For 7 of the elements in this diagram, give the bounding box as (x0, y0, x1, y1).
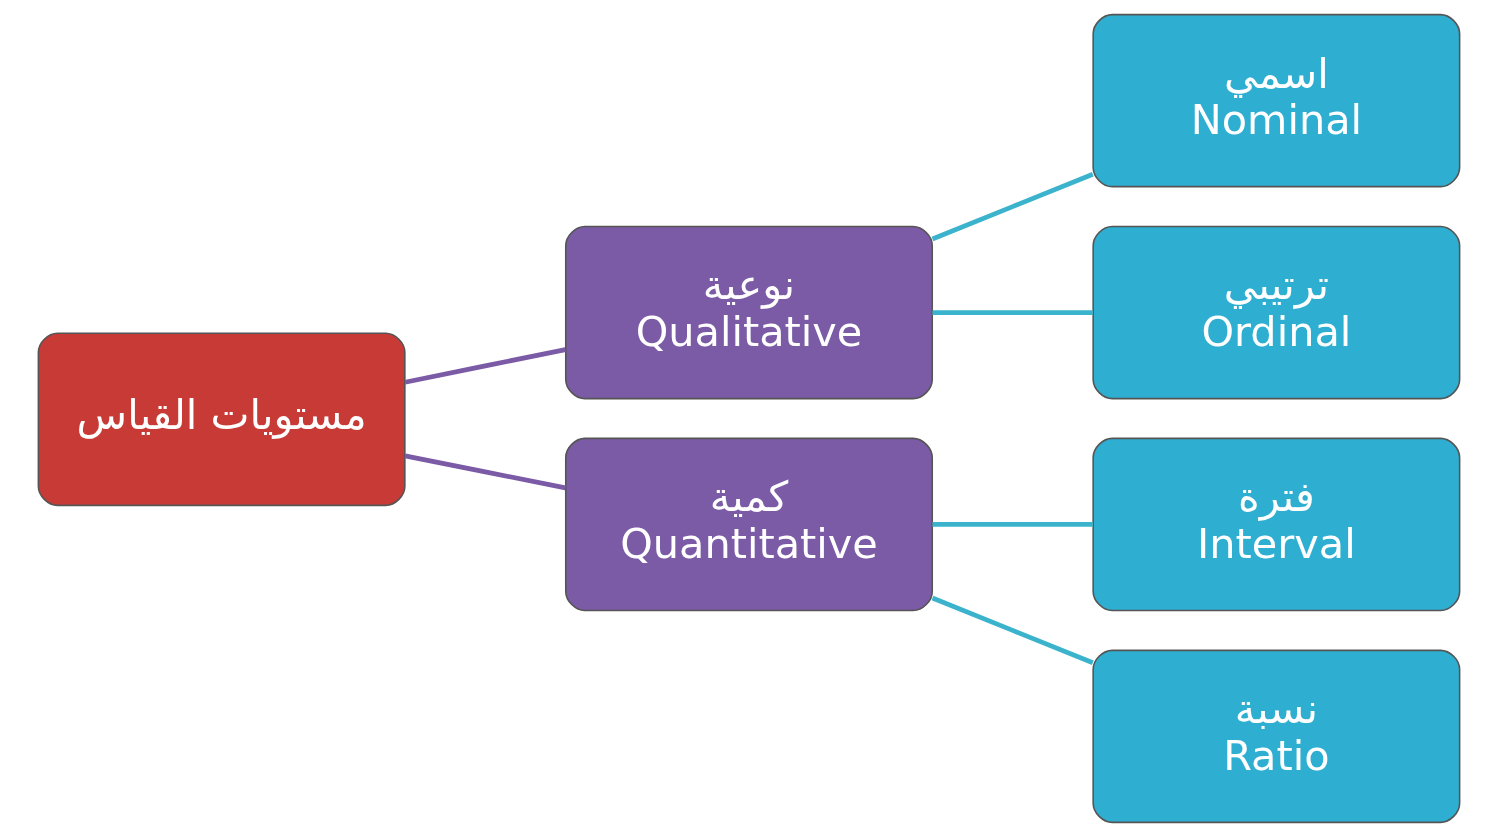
connector (931, 522, 1093, 527)
node-box: مستويات القياس (37, 332, 406, 507)
connector (931, 595, 1094, 666)
connector (931, 310, 1093, 315)
connector (404, 453, 566, 491)
connector (931, 171, 1094, 242)
connector (404, 347, 566, 385)
